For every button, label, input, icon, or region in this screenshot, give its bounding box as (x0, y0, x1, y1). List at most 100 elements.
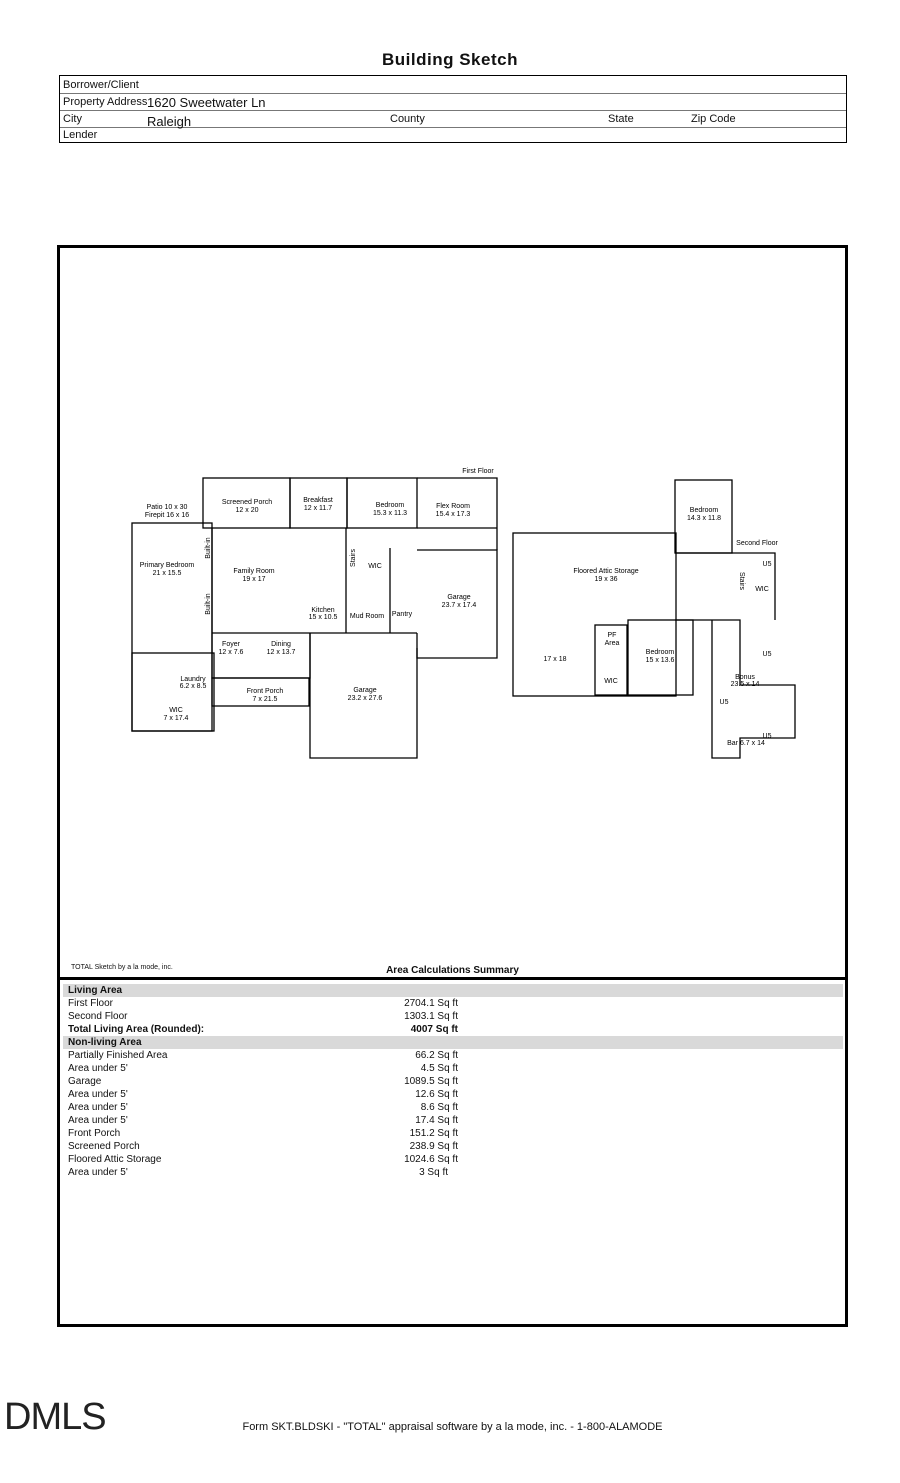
breakfast-dim: 12 x 11.7 (304, 505, 332, 512)
row-value: 4.5 Sq ft (420, 1063, 458, 1074)
bonus-label: Bonus (735, 674, 755, 681)
row-label: Area under 5' (68, 1115, 128, 1126)
property-header-table: Borrower/Client Property Address 1620 Sw… (59, 75, 847, 143)
wic2-label: WIC (604, 678, 618, 685)
page-title: Building Sketch (382, 50, 518, 69)
row-label: Front Porch (68, 1128, 121, 1139)
total-row: Total Living Area (Rounded):4007 Sq ft (63, 1023, 843, 1036)
garage2-label: Garage (353, 687, 376, 694)
pf-area-label: Area (605, 640, 620, 647)
row-label: Floored Attic Storage (68, 1154, 162, 1165)
table-row: Area under 5'4.5 Sq ft (63, 1062, 843, 1075)
primary-bedroom-dim: 21 x 15.5 (153, 570, 182, 577)
bedroom2-dim: 14.3 x 11.8 (687, 515, 721, 522)
lender-label: Lender (63, 129, 98, 141)
row-value: 66.2 Sq ft (415, 1050, 458, 1061)
zip-label: Zip Code (691, 113, 736, 125)
built-in-label: Built-in (205, 537, 212, 559)
row-label: Area under 5' (68, 1102, 128, 1113)
bedroom3-dim: 15 x 13.6 (646, 657, 675, 664)
garage2-dim: 23.2 x 27.6 (348, 695, 383, 702)
u5-label: U5 (763, 651, 772, 658)
pantry-label: Pantry (392, 611, 413, 618)
wic-primary-label: WIC (169, 707, 183, 714)
bedroom1-dim: 15.3 x 11.3 (373, 510, 407, 517)
attic-wall (512, 532, 677, 697)
first-floor-label: First Floor (462, 468, 494, 475)
row-label: Garage (68, 1076, 102, 1087)
bedroom1-label: Bedroom (376, 502, 405, 509)
kitchen-label: Kitchen (311, 607, 334, 614)
city-label: City (63, 113, 82, 125)
table-row: Garage 1089.5 Sq ft (63, 1075, 843, 1088)
row-label: First Floor (68, 998, 113, 1009)
room-labels: First Floor Second Floor Patio 10 x 30 F… (140, 468, 779, 747)
bar-label: Bar 6.7 x 14 (727, 740, 765, 747)
primary-bedroom-label: Primary Bedroom (140, 562, 195, 569)
front-porch-dim: 7 x 21.5 (253, 696, 278, 703)
front-porch-wall (211, 677, 310, 707)
row-value: 17.4 Sq ft (415, 1115, 458, 1126)
foyer-label: Foyer (222, 641, 241, 648)
garage1-dim: 23.7 x 17.4 (442, 602, 477, 609)
row-value: 1089.5 Sq ft (404, 1076, 458, 1087)
row-value: 1024.6 Sq ft (404, 1154, 458, 1165)
garage1-label: Garage (447, 594, 470, 601)
flex-room-label: Flex Room (436, 503, 470, 510)
attic-dim2: 17 x 18 (544, 656, 567, 663)
total-label: Total Living Area (Rounded): (68, 1024, 205, 1035)
screened-porch-label: Screened Porch (222, 499, 272, 506)
firepit-label: Firepit 16 x 16 (145, 512, 189, 519)
bedroom1-wall (346, 477, 418, 529)
u5-label: U5 (763, 561, 772, 568)
row-label: Partially Finished Area (68, 1050, 168, 1061)
address-row: Property Address 1620 Sweetwater Ln (60, 93, 846, 111)
row-label: Second Floor (68, 1011, 128, 1022)
family-room-label: Family Room (233, 568, 274, 575)
wic-primary-dim: 7 x 17.4 (164, 715, 189, 722)
row-value: 3 Sq ft (419, 1167, 448, 1178)
lender-row: Lender (60, 127, 846, 142)
pf-wic-wall (594, 624, 628, 696)
screened-porch-dim: 12 x 20 (236, 507, 259, 514)
living-heading-label: Living Area (68, 985, 123, 996)
row-value: 8.6 Sq ft (420, 1102, 458, 1113)
table-row: Area under 5' 17.4 Sq ft (63, 1114, 843, 1127)
family-room-dim: 19 x 17 (243, 576, 266, 583)
second-floor-top (675, 552, 776, 620)
borrower-label: Borrower/Client (63, 79, 139, 91)
laundry-label: Laundry (180, 676, 206, 683)
table-row: Partially Finished Area 66.2 Sq ft (63, 1049, 843, 1062)
kitchen-dim: 15 x 10.5 (309, 614, 338, 621)
table-row: Area under 5' 8.6 Sq ft (63, 1101, 843, 1114)
pf-label: PF (608, 632, 617, 639)
address-value: 1620 Sweetwater Ln (147, 95, 266, 110)
second-floor-label: Second Floor (736, 540, 778, 547)
bedroom3-label: Bedroom (646, 649, 675, 656)
wic-primary-wall (131, 652, 215, 732)
sketch-frame: First Floor Second Floor Patio 10 x 30 F… (57, 245, 848, 1327)
flex-room-wall (417, 477, 498, 550)
address-label: Property Address (63, 96, 148, 108)
sketch-credit: TOTAL Sketch by a la mode, inc. (71, 964, 173, 971)
attic-label: Floored Attic Storage (573, 568, 638, 575)
floor-plan-sketch: First Floor Second Floor Patio 10 x 30 F… (131, 468, 796, 759)
nonliving-heading-label: Non-living Area (68, 1037, 142, 1048)
living-heading: Living Area (63, 984, 843, 997)
state-label: State (608, 113, 634, 125)
u5-label: U5 (720, 699, 729, 706)
stairs-label: Stairs (738, 572, 745, 590)
u5-label: U5 (763, 733, 772, 740)
area-summary-table: Living Area First Floor 2704.1 Sq ft Seco… (63, 984, 843, 1179)
bedroom3-wall (627, 619, 694, 696)
breakfast-label: Breakfast (303, 497, 333, 504)
city-value: Raleigh (147, 114, 192, 129)
row-label: Area under 5' (68, 1089, 128, 1100)
row-label: Area under 5' (68, 1167, 128, 1178)
bonus-dim: 23.5 x 14 (731, 681, 760, 688)
row-value: 12.6 Sq ft (415, 1089, 458, 1100)
row-value: 2704.1 Sq ft (404, 998, 458, 1009)
form-footer: Form SKT.BLDSKI - "TOTAL" appraisal soft… (242, 1421, 663, 1433)
county-label: County (390, 113, 425, 125)
